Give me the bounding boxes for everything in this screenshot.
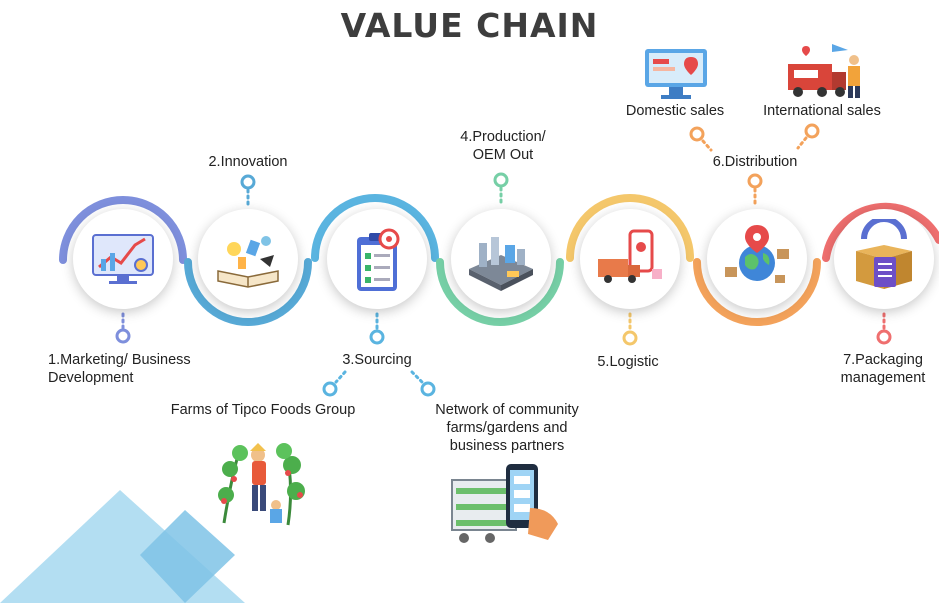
arc-step-5 <box>566 194 694 262</box>
step-6-circle <box>707 209 807 309</box>
step-2-circle <box>198 209 298 309</box>
step-1-circle <box>73 209 173 309</box>
connector-step-3 <box>322 312 436 397</box>
arc-step-4 <box>436 258 564 326</box>
farmer-plants-icon <box>218 443 305 526</box>
step-3-circle <box>327 209 427 309</box>
smart-farm-phone-icon <box>451 464 558 543</box>
arc-step-1 <box>59 196 187 264</box>
step-7-circle <box>834 209 934 309</box>
globe-parcels-icon <box>725 225 789 283</box>
clipboard-target-icon <box>357 228 400 291</box>
step-5-circle <box>580 209 680 309</box>
step-5-label: 5.Logistic <box>597 354 659 370</box>
arc-step-3 <box>311 194 439 262</box>
step-4-label: 4.Production/ OEM Out <box>460 129 546 163</box>
domestic-sales-label: Domestic sales <box>625 103 725 119</box>
international-sales-label: International sales <box>763 103 881 119</box>
factory-icon <box>469 237 533 291</box>
connector-step-7 <box>876 312 892 345</box>
step-4-circle <box>451 209 551 309</box>
export-truck-icon <box>788 44 860 98</box>
arc-step-7 <box>822 202 939 262</box>
connector-step-4 <box>493 172 509 208</box>
connector-step-2 <box>240 174 256 208</box>
step-7-label: 7.Packaging management <box>840 352 926 386</box>
connector-step-5 <box>622 312 638 346</box>
arc-step-2 <box>184 258 312 326</box>
step-2-label: 2.Innovation <box>208 154 288 170</box>
analytics-monitor-icon <box>92 234 154 284</box>
step-1-label: 1.Marketing/ Business Development <box>48 352 191 386</box>
delivery-truck-phone-icon <box>598 229 662 283</box>
connector-step-6 <box>689 123 820 208</box>
triangle-small <box>140 510 235 603</box>
open-book-ideas-icon <box>217 236 279 288</box>
step-3-label: 3.Sourcing <box>342 352 412 368</box>
arc-step-6 <box>693 258 821 326</box>
farms-label: Farms of Tipco Foods Group <box>170 402 356 418</box>
box-clipboard-icon <box>856 219 912 289</box>
page-title: VALUE CHAIN <box>340 6 599 45</box>
network-label: Network of community farms/gardens and b… <box>435 402 579 454</box>
step-6-label: 6.Distribution <box>712 154 798 170</box>
computer-map-icon <box>645 49 707 99</box>
connector-step-1 <box>115 312 131 344</box>
